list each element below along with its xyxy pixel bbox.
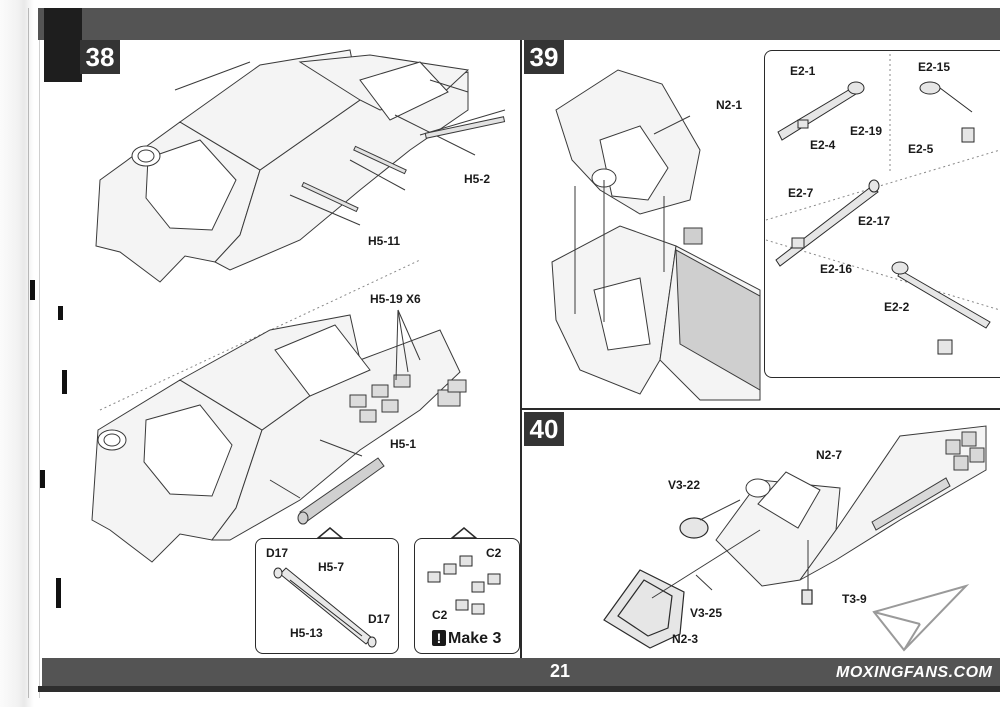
part-label: N2-1 [716,98,743,112]
part-label: H5-7 [318,560,345,574]
part-label: E2-4 [810,138,836,152]
part-label: E2-16 [820,262,853,276]
top-bar-shadow [44,8,82,82]
part-label: D17 [266,546,289,560]
part-label: H5-1 [390,437,417,451]
panel-divider-vertical [520,40,522,658]
step38-callout-rod [255,538,399,654]
part-label: E2-15 [918,60,951,74]
part-label: E2-2 [884,300,910,314]
part-label: T3-9 [842,592,867,606]
page-stack-edge [28,8,40,698]
step39-callout-weapons [764,50,1000,378]
part-label: C2 [486,546,502,560]
make-count-note: !Make 3 [432,630,501,648]
part-label: H5-11 [368,234,401,248]
part-label: E2-19 [850,124,883,138]
step-number-39: 39 [524,40,564,74]
step-number-38: 38 [80,40,120,74]
paper-plane-logo-icon [872,584,970,652]
part-label: H5-19 X6 [370,292,421,306]
make-count-text: Make 3 [448,630,502,647]
part-label: C2 [432,608,448,622]
edge-mark [40,470,45,488]
part-label: N2-7 [816,448,843,462]
panel-divider-horizontal [522,408,1000,410]
part-label: E2-5 [908,142,934,156]
part-label: H5-13 [290,626,323,640]
part-label: E2-17 [858,214,891,228]
bottom-edge [38,686,1000,692]
exclamation-warning-icon: ! [432,630,446,646]
part-label: E2-7 [788,186,814,200]
step-number-40: 40 [524,412,564,446]
top-bar [38,8,1000,40]
part-label: D17 [368,612,391,626]
part-label: V3-25 [690,606,723,620]
edge-mark [62,370,67,394]
edge-mark [58,306,63,320]
bottom-bar [42,658,1000,686]
page-number: 21 [549,661,571,681]
watermark-text: MOXINGFANS.COM [836,664,993,681]
edge-mark [56,578,61,608]
part-label: N2-3 [672,632,699,646]
book-binding-edge [0,0,40,707]
part-label: V3-22 [668,478,701,492]
part-label: E2-1 [790,64,816,78]
edge-mark [30,280,35,300]
part-label: H5-2 [464,172,491,186]
